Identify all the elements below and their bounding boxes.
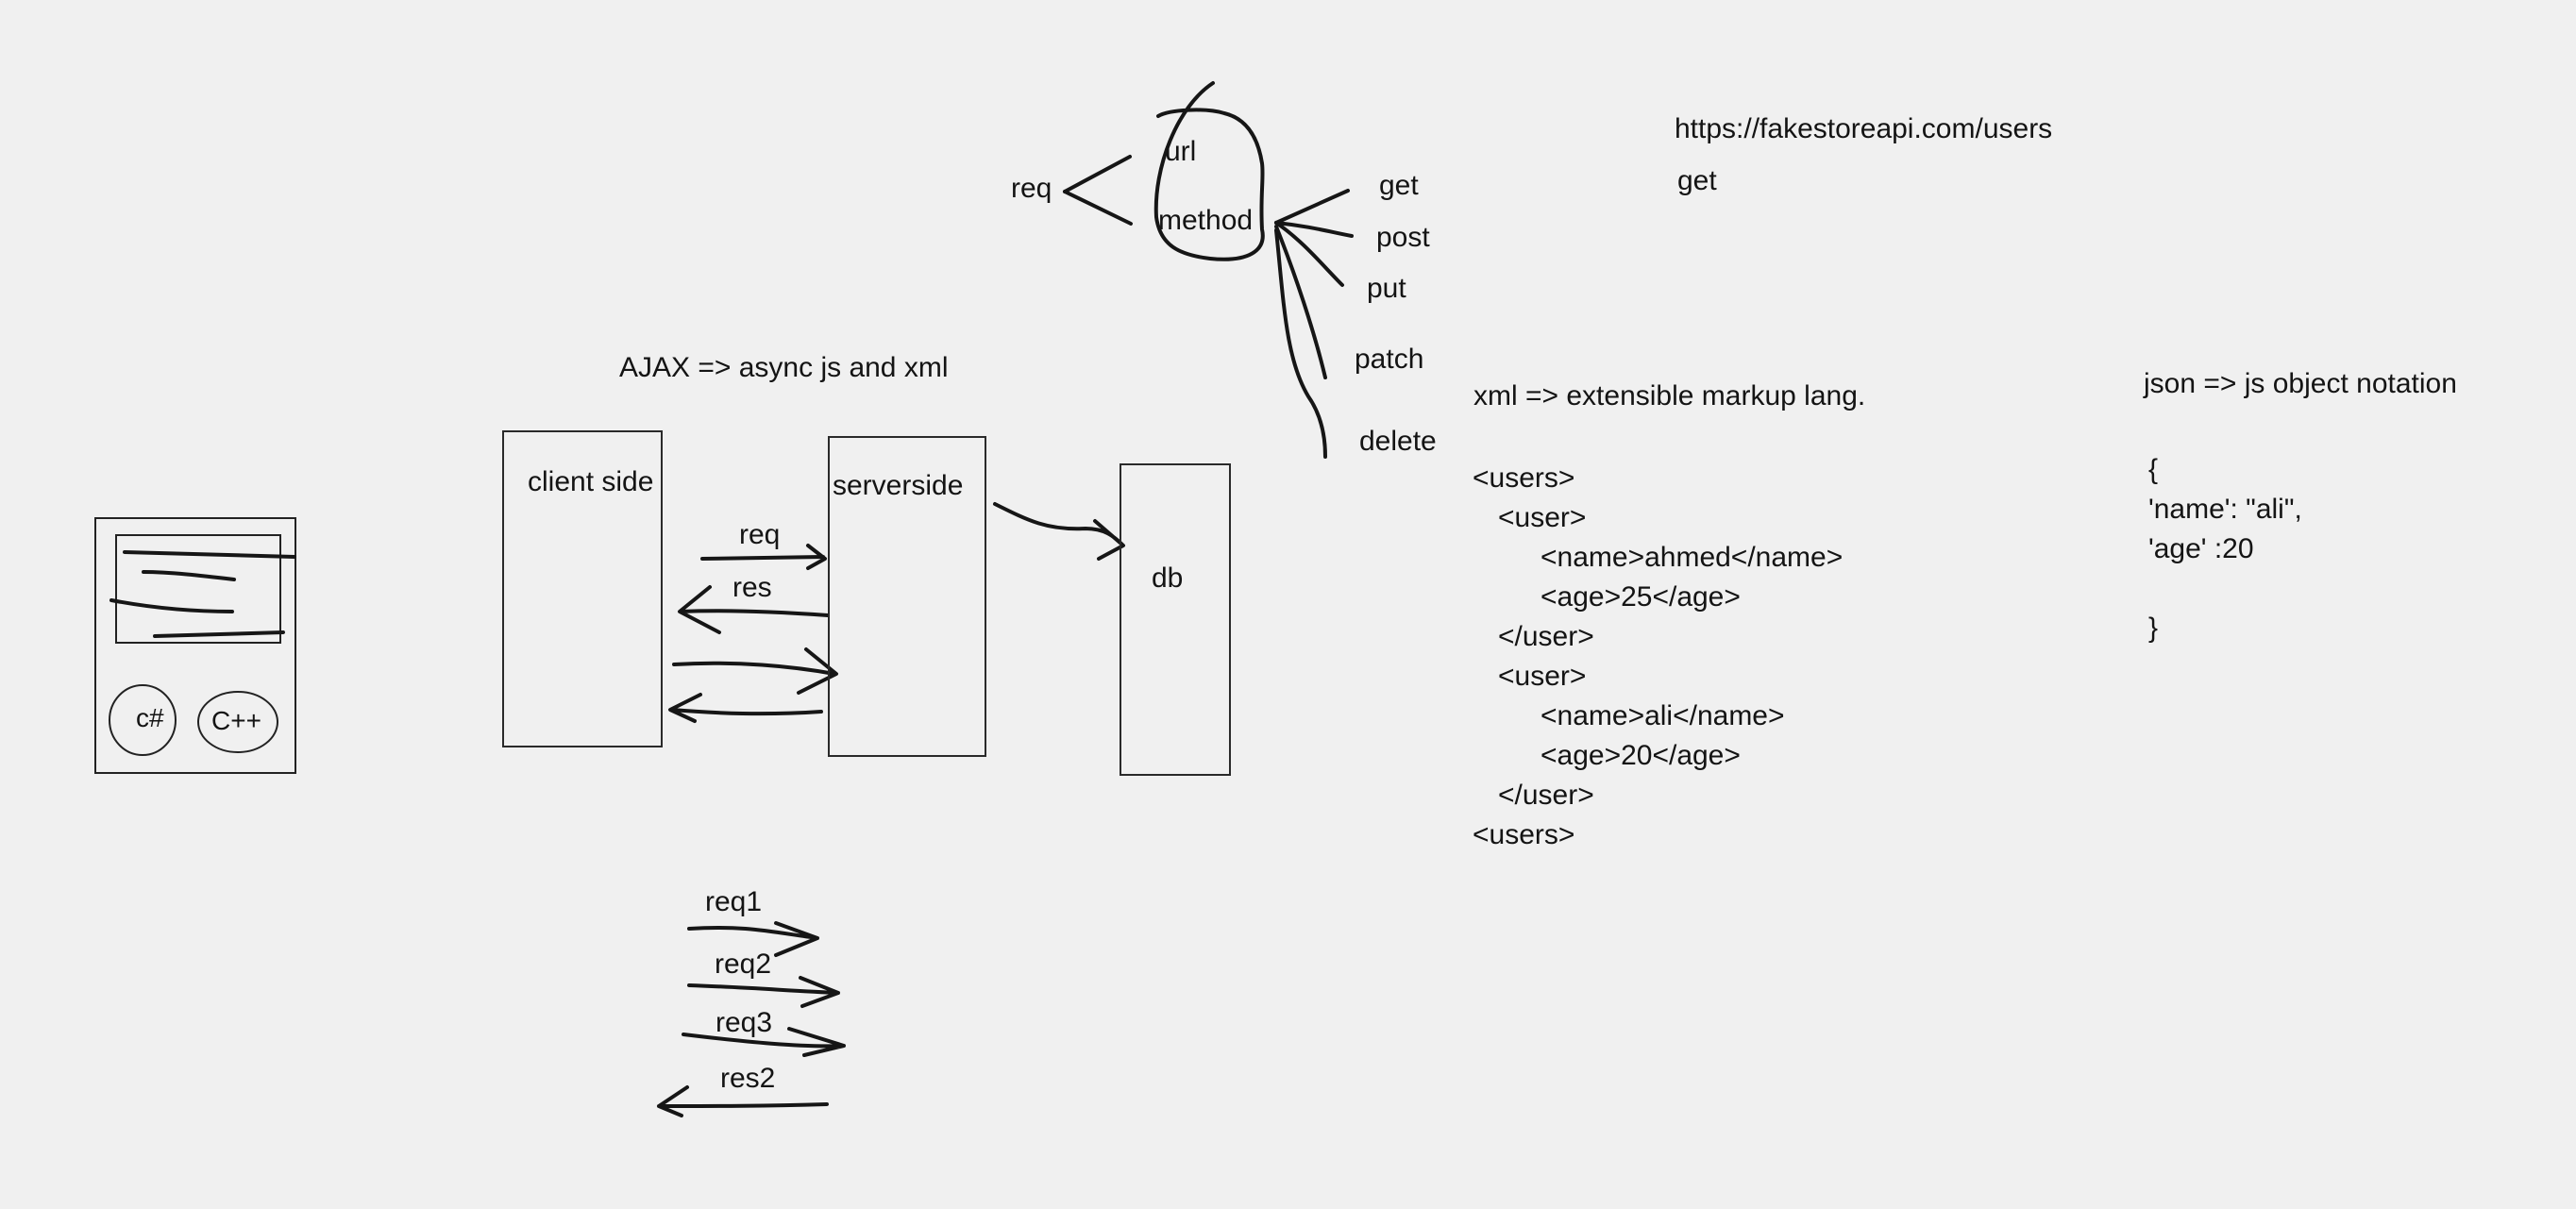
csharp-button-label: c# (136, 703, 164, 732)
endpoint-method: get (1677, 165, 1717, 196)
second-req-arrow-stroke (672, 647, 838, 695)
req3-arrow-stroke (682, 1027, 846, 1057)
cpp-button-label: C++ (211, 706, 261, 735)
json-line: 'age' :20 (2148, 533, 2254, 564)
json-line: } (2148, 613, 2159, 644)
fan-patch-stroke (1274, 225, 1327, 379)
endpoint-url: https://fakestoreapi.com/users (1675, 113, 2053, 144)
fan-post-stroke (1274, 221, 1354, 238)
server-db-arrow-stroke (993, 502, 1125, 561)
xml-line: <users> (1473, 462, 1575, 494)
ajax-title: AJAX => async js and xml (619, 352, 949, 383)
xml-line: <age>20</age> (1541, 740, 1741, 771)
method-label: method (1158, 205, 1254, 236)
fan-put-stroke (1274, 221, 1344, 287)
req-fork-lower-stroke (1063, 190, 1133, 226)
database-box (1120, 463, 1231, 776)
method-patch: patch (1355, 344, 1424, 375)
res-arrow-stroke (678, 585, 830, 634)
ajax-res-label: res (732, 572, 772, 603)
xml-line: <user> (1498, 502, 1587, 533)
async-req2-label: req2 (715, 949, 772, 980)
xml-line: <user> (1498, 661, 1587, 692)
json-line: 'name': "ali", (2148, 494, 2302, 525)
device-frame (94, 517, 296, 774)
xml-line: <age>25</age> (1541, 581, 1741, 613)
async-req3-label: req3 (716, 1007, 773, 1038)
fan-delete-stroke (1274, 228, 1327, 459)
xml-line: <users> (1473, 819, 1575, 850)
json-line: { (2148, 454, 2159, 485)
xml-line: <name>ahmed</name> (1541, 542, 1844, 573)
req-label: req (1011, 173, 1052, 204)
method-put: put (1367, 273, 1406, 304)
server-side-label: serverside (833, 470, 964, 501)
xml-line: </user> (1498, 621, 1594, 652)
req-fork-upper-stroke (1063, 155, 1132, 193)
client-side-box (502, 430, 663, 747)
async-req1-label: req1 (705, 886, 763, 917)
request-circle-stroke (1153, 81, 1265, 261)
req2-arrow-stroke (687, 976, 840, 1008)
method-delete: delete (1359, 426, 1437, 457)
url-label: url (1165, 136, 1197, 167)
res2-arrow-stroke (657, 1085, 829, 1117)
xml-line: </user> (1498, 780, 1594, 811)
method-post: post (1376, 222, 1430, 253)
server-side-box (828, 436, 986, 757)
method-get: get (1379, 170, 1419, 201)
req-arrow-stroke (700, 544, 827, 570)
device-screen (115, 534, 281, 644)
second-res-arrow-stroke (668, 693, 823, 723)
fan-get-stroke (1274, 189, 1350, 225)
xml-definition: xml => extensible markup lang. (1473, 380, 1866, 411)
db-label: db (1152, 563, 1184, 594)
csharp-button-outline (109, 684, 177, 756)
req1-arrow-stroke (687, 921, 819, 957)
ajax-req-label: req (739, 519, 781, 550)
device-screen-scribble (109, 550, 296, 638)
client-side-label: client side (528, 466, 654, 497)
async-res2-label: res2 (720, 1063, 776, 1094)
xml-line: <name>ali</name> (1541, 700, 1785, 731)
cpp-button-outline (197, 691, 278, 753)
json-definition: json => js object notation (2144, 368, 2457, 399)
